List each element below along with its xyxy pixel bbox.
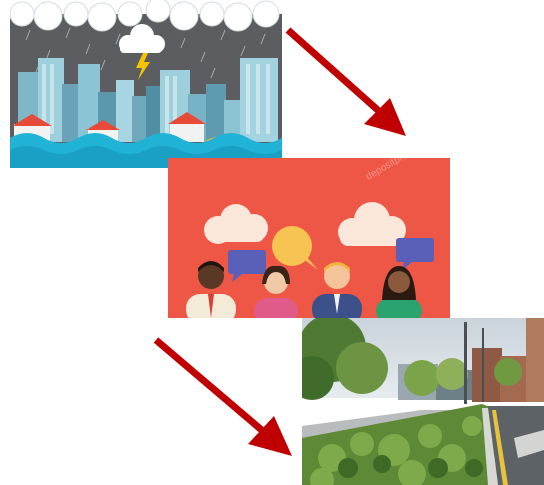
arrow-discussion-to-green-street [153, 337, 292, 456]
arrow-flood-to-discussion [285, 27, 406, 136]
community-discussion-image: depositphotos [168, 158, 450, 318]
green-street-photo [302, 318, 544, 485]
flooded-city-image [10, 0, 282, 168]
